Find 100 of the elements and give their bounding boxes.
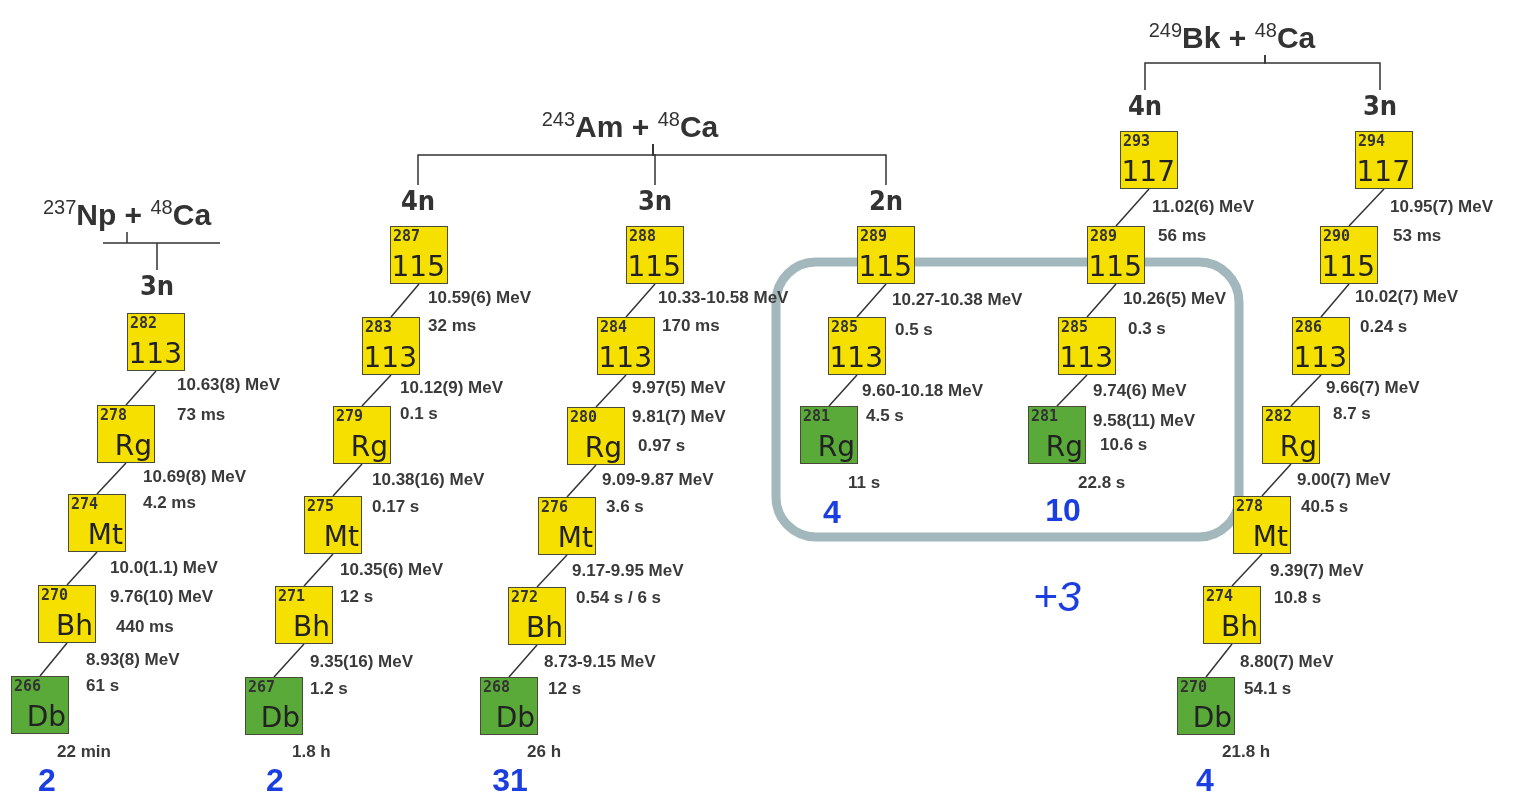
decay-data-label: 10.38(16) MeV	[372, 470, 485, 490]
decay-data-label: 8.7 s	[1333, 404, 1371, 424]
mass-number: 280	[570, 409, 598, 426]
element-symbol: Mt	[87, 519, 123, 551]
decay-data-label: 10.35(6) MeV	[340, 560, 443, 580]
mass-number: 272	[511, 589, 539, 606]
element-symbol: Bh	[1221, 611, 1258, 643]
decay-data-label: 0.5 s	[895, 320, 933, 340]
nuclide-box	[68, 494, 126, 552]
decay-data-label: 9.58(11) MeV	[1093, 411, 1196, 431]
mass-number: 286	[1295, 319, 1323, 336]
decay-data-label: 9.97(5) MeV	[632, 378, 726, 398]
nuclide-box	[97, 405, 155, 463]
decay-data-label: 10.6 s	[1100, 435, 1148, 455]
nuclide-box	[800, 406, 858, 464]
decay-line	[828, 374, 858, 407]
element-symbol: Db	[1192, 702, 1232, 734]
decay-data-label: 8.73-9.15 MeV	[544, 652, 656, 672]
decay-data-label: 9.35(16) MeV	[310, 652, 413, 672]
decay-line	[332, 463, 363, 497]
nuclide-box	[538, 497, 596, 555]
decay-data-label: 40.5 s	[1301, 497, 1349, 517]
element-symbol: 115	[391, 251, 445, 283]
bracket-line	[652, 143, 887, 186]
decay-line	[1056, 374, 1088, 407]
element-symbol: 113	[829, 342, 883, 374]
decay-line	[39, 642, 68, 677]
count-label: 4	[823, 493, 841, 531]
mass-number: 279	[336, 408, 364, 425]
element-symbol: Db	[26, 701, 66, 733]
nuclide-box	[1028, 406, 1086, 464]
decay-line	[1231, 553, 1263, 587]
nuclide-box	[245, 677, 303, 735]
nuclide-box	[11, 676, 69, 734]
mass-number: 275	[307, 498, 335, 515]
mass-number: 288	[629, 228, 657, 245]
nuclide-box	[1355, 131, 1413, 189]
element-symbol: Mt	[557, 522, 593, 554]
mass-number: 287	[393, 228, 421, 245]
decay-data-label: 12 s	[548, 679, 582, 699]
decay-data-label: 3.6 s	[606, 497, 644, 517]
decay-data-label: 9.66(7) MeV	[1326, 378, 1420, 398]
decay-data-label: 53 ms	[1393, 226, 1442, 246]
element-symbol: 113	[598, 342, 652, 374]
element-symbol: 115	[627, 251, 681, 283]
nuclide-box	[857, 226, 915, 284]
decay-data-label: 10.33-10.58 MeV	[658, 288, 789, 308]
nuclide-box	[508, 587, 566, 645]
count-label: 4	[1196, 761, 1214, 797]
decay-data-label: 0.24 s	[1360, 317, 1408, 337]
decay-line	[536, 554, 568, 588]
decay-line	[361, 374, 392, 407]
decay-data-label: 11.02(6) MeV	[1152, 197, 1255, 217]
decay-data-label: 61 s	[86, 676, 120, 696]
decay-data-label: 10.63(8) MeV	[177, 375, 280, 395]
nuclide-box	[1203, 586, 1261, 644]
mass-number: 270	[41, 587, 69, 604]
decay-data-label: 170 ms	[662, 316, 720, 336]
reaction-label: $^{237}$Np + $^{48}$Ca	[42, 198, 212, 232]
decay-data-label: 9.60-10.18 MeV	[862, 381, 983, 401]
nuclide-box	[597, 317, 655, 375]
mass-number: 285	[1061, 319, 1089, 336]
decay-data-label: 10.26(5) MeV	[1123, 289, 1226, 309]
mass-number: 276	[541, 499, 569, 516]
element-symbol: Db	[495, 702, 535, 734]
nuclide-box	[1058, 317, 1116, 375]
decay-data-label: 10.59(6) MeV	[428, 288, 531, 308]
nuclide-box	[1120, 131, 1178, 189]
nuclide-box	[390, 226, 448, 284]
decay-line	[1348, 188, 1385, 227]
decay-data-label: 9.76(10) MeV	[110, 587, 213, 607]
decay-line	[1086, 283, 1117, 318]
mass-number: 266	[14, 678, 42, 695]
decay-line	[595, 374, 627, 408]
mass-number: 284	[600, 319, 628, 336]
decay-data-label: 0.3 s	[1128, 319, 1166, 339]
decay-line	[1115, 188, 1150, 227]
decay-data-label: 4.2 ms	[143, 493, 196, 513]
decay-data-label: 26 h	[527, 742, 562, 762]
mass-number: 290	[1323, 228, 1351, 245]
decay-data-label: 10.69(8) MeV	[143, 467, 246, 487]
element-symbol: Bh	[293, 611, 330, 643]
decay-data-label: 9.81(7) MeV	[632, 407, 726, 427]
nuclide-box	[1087, 226, 1145, 284]
decay-line	[303, 553, 334, 587]
nuclide-box	[127, 313, 185, 371]
count-label: 2	[266, 761, 284, 797]
decay-data-label: 1.8 h	[292, 742, 331, 762]
element-symbol: 113	[1059, 342, 1113, 374]
decay-data-label: 440 ms	[116, 617, 174, 637]
mass-number: 270	[1180, 679, 1208, 696]
decay-data-label: 10.0(1.1) MeV	[110, 558, 218, 578]
element-symbol: Rg	[584, 432, 622, 464]
mass-number: 267	[248, 679, 276, 696]
mass-number: 289	[1090, 228, 1118, 245]
decay-line	[1290, 374, 1322, 407]
element-symbol: Bh	[56, 610, 93, 642]
decay-line	[856, 283, 887, 318]
mass-number: 293	[1123, 133, 1151, 150]
element-symbol: Rg	[114, 430, 152, 462]
